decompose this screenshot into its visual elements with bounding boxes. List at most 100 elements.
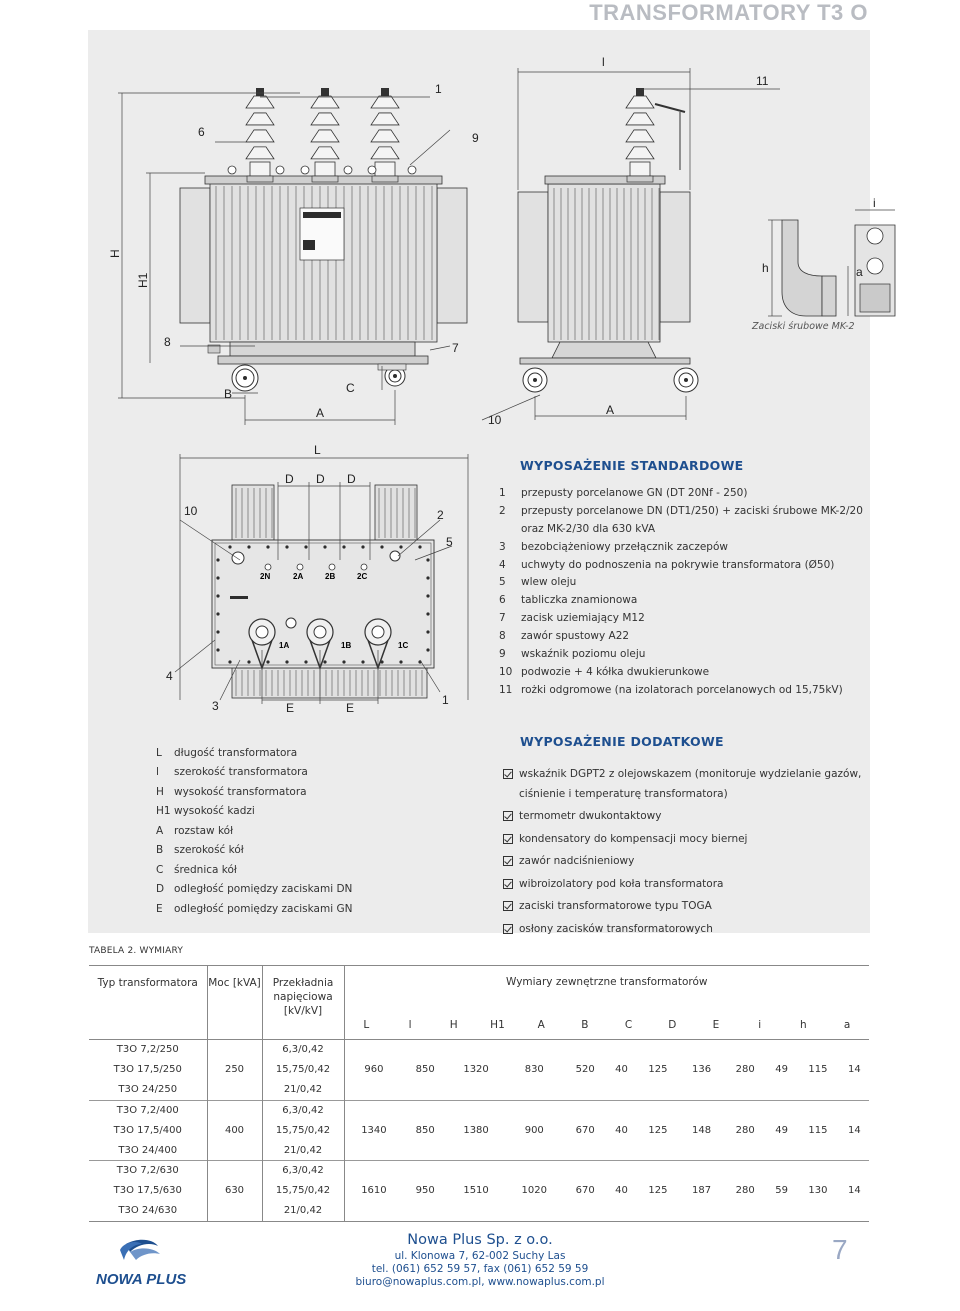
standard-equipment-heading: WYPOSAŻENIE STANDARDOWE [520,458,744,473]
cell-dim: 830 [524,1064,544,1076]
label-5: 5 [446,535,453,549]
additional-equipment-item: zawór nadciśnieniowy [503,849,863,872]
cell-dim [840,1140,869,1160]
cell-ratio: 21/0,42 [262,1201,345,1222]
cell-dim: 125 [648,1064,668,1076]
label-7: 7 [452,341,459,355]
item-number: 5 [499,576,506,589]
cell-dim [636,1201,680,1222]
cell-dim [403,1201,447,1222]
cell-dim: 125 [648,1124,668,1136]
item-text: wskaźnik poziomu oleju [521,647,646,660]
checkbox-icon [503,923,513,934]
cell-dim [636,1140,680,1160]
label-B: B [224,387,232,401]
label-1-top: 1 [442,693,449,707]
label-11: 11 [756,74,769,88]
label-H: H [108,249,122,258]
cell-dim [563,1201,607,1222]
item-number: 9 [499,647,506,660]
header-dims-label: Wymiary zewnętrzne transformatorów [506,976,708,988]
cell-power [207,1201,263,1222]
bushing-1B: 1B [341,641,351,650]
dim-column-header: E [712,1019,720,1031]
legend-text: odległość pomiędzy zaciskami DN [174,883,353,896]
cell-dim [767,1099,797,1121]
table-label: TABELA 2. WYMIARY [89,946,184,956]
legend-symbol: C [156,863,164,876]
standard-equipment-list: 1 przepusty porcelanowe GN (DT 20Nf - 250… [499,484,863,699]
cell-dim [723,1099,768,1121]
cell-dim [796,1140,840,1160]
cell-dim [563,1160,607,1181]
bushing-2C: 2C [357,572,367,581]
bushing-2A: 2A [293,572,303,581]
clamp-detail-drawing: i h a [762,196,896,317]
cell-type: T3O 7,2/400 [89,1099,208,1121]
label-4: 4 [166,669,173,683]
cell-power [207,1160,263,1181]
label-A: A [316,406,324,420]
item-text: zawór nadciśnieniowy [519,855,635,867]
label-D3: D [347,472,356,486]
cell-dim [767,1201,797,1222]
label-2: 2 [437,508,444,522]
cell-dim: 136 [692,1064,712,1076]
cell-type: T3O 7,2/250 [89,1038,208,1060]
item-text: podwozie + 4 kółka dwukierunkowe [521,665,710,678]
label-L: L [314,443,321,457]
cell-ratio: 15,75/0,42 [262,1059,345,1080]
legend-symbol: D [156,883,165,896]
cell-ratio: 15,75/0,42 [262,1120,345,1141]
dim-column-header: l [408,1019,412,1031]
item-number: 11 [499,683,513,696]
item-text: osłony zacisków transformatorowych [519,922,713,935]
cell-dim [403,1099,447,1121]
cell-dim: 187 [692,1185,712,1197]
additional-equipment-item: kondensatory do kompensacji mocy biernej [503,827,863,850]
legend-text: wysokość kadzi [174,805,255,818]
cell-dim: 850 [415,1064,435,1076]
footer-email[interactable]: biuro@nowaplus.com.pl, www.nowaplus.com.… [355,1276,605,1288]
cell-dim [606,1099,637,1121]
cell-dim: 14 [848,1185,861,1197]
cell-dim [505,1080,563,1100]
item-text: przepusty porcelanowe GN (DT 20Nf - 250) [521,486,748,499]
clamp-caption: Zaciski śrubowe MK-2 [752,321,855,332]
dim-column-header: a [843,1019,851,1031]
footer-phone: tel. (061) 652 59 57, fax (061) 652 59 5… [371,1263,589,1275]
label-10-top: 10 [184,504,198,518]
cell-dim [606,1038,637,1060]
checkbox-icon [503,878,513,889]
cell-dim: 280 [735,1185,755,1197]
front-view-drawing: 1 6 9 8 7 B C A H H1 [108,82,479,425]
additional-equipment-list: wskaźnik DGPT2 z olejowskazem (monitoruj… [503,762,863,939]
item-text: zaciski transformatorowe typu TOGA [519,900,712,912]
item-number: 1 [499,486,506,499]
cell-dim [403,1038,447,1060]
cell-dim [563,1080,607,1100]
cell-ratio: 6,3/0,42 [262,1038,345,1060]
label-E2: E [346,701,354,715]
cell-dim: 115 [808,1124,828,1136]
cell-dim [723,1140,767,1160]
cell-dim [679,1201,724,1222]
additional-equipment-item: osłony zacisków transformatorowych [503,917,863,940]
cell-power: 250 [207,1059,263,1080]
item-text: bezobciążeniowy przełącznik zaczepów [521,540,728,553]
cell-power [207,1079,263,1101]
item-text: wlew oleju [521,576,577,589]
cell-dim [767,1038,797,1060]
dim-column-header: A [537,1019,545,1031]
cell-dim [680,1140,724,1160]
cell-dim: 900 [524,1124,544,1136]
cell-dim [344,1140,403,1160]
standard-equipment-item: 1 przepusty porcelanowe GN (DT 20Nf - 250… [499,484,863,502]
header-ratio: Przekładnia napięciowa [kV/kV] [262,965,345,1040]
